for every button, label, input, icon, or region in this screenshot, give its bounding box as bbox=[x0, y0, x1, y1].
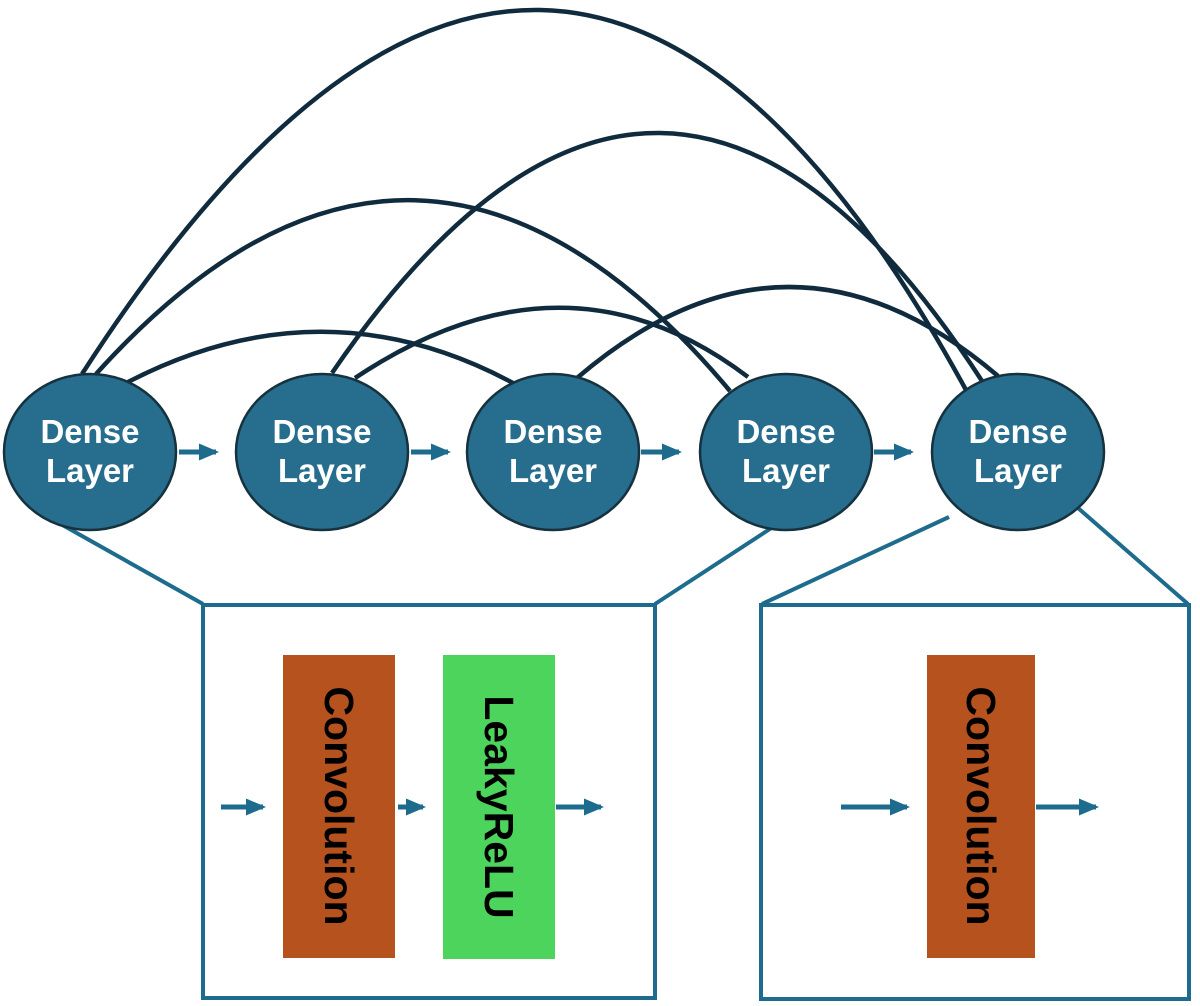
convolution-block-2 bbox=[927, 655, 1035, 958]
node-5-label-line2: Layer bbox=[974, 452, 1062, 489]
node-1-label-line1: Dense bbox=[40, 413, 139, 450]
nodes-group bbox=[2, 372, 1106, 532]
node-3-label-line1: Dense bbox=[503, 413, 602, 450]
node-dense-layer-4 bbox=[698, 372, 874, 532]
skip-connections-group bbox=[80, 7, 1000, 393]
leakyrelu-block bbox=[443, 655, 555, 959]
leakyrelu-label: LeakyReLU bbox=[476, 695, 522, 918]
node-dense-layer-3 bbox=[465, 372, 641, 532]
skip-connection-1-3 bbox=[126, 329, 515, 385]
node-dense-layer-2 bbox=[234, 372, 410, 532]
node-4-label-line2: Layer bbox=[742, 452, 830, 489]
node-dense-layer-1 bbox=[2, 372, 178, 532]
node-dense-layer-5 bbox=[930, 372, 1106, 532]
skip-connection-2-4 bbox=[353, 305, 750, 380]
expansion-line-node5-box2-left bbox=[761, 515, 950, 606]
component-labels-group: Convolution LeakyReLU Convolution bbox=[316, 686, 1004, 925]
convolution-2-label: Convolution bbox=[958, 686, 1004, 925]
skip-connection-1-5 bbox=[80, 7, 968, 392]
convolution-block-1 bbox=[283, 655, 395, 958]
expansion-line-node1-box1 bbox=[49, 516, 204, 606]
detail-box-1 bbox=[201, 603, 657, 1000]
skip-connection-1-4 bbox=[94, 198, 732, 393]
expansion-line-node4-box1 bbox=[653, 521, 781, 606]
node-5-label-line1: Dense bbox=[968, 413, 1067, 450]
skip-connection-2-5 bbox=[330, 130, 984, 383]
node-2-label-line1: Dense bbox=[272, 413, 371, 450]
expansion-lines-group bbox=[49, 506, 1190, 606]
convolution-1-label: Convolution bbox=[316, 686, 362, 925]
node-labels-group: Dense Layer Dense Layer Dense Layer Dens… bbox=[40, 413, 1067, 489]
detail-box-2 bbox=[759, 603, 1191, 1001]
expansion-line-node5-box2-right bbox=[1076, 506, 1190, 606]
node-4-label-line1: Dense bbox=[736, 413, 835, 450]
node-2-label-line2: Layer bbox=[278, 452, 366, 489]
skip-connection-3-5 bbox=[575, 284, 1000, 380]
node-1-label-line2: Layer bbox=[46, 452, 134, 489]
node-3-label-line2: Layer bbox=[509, 452, 597, 489]
